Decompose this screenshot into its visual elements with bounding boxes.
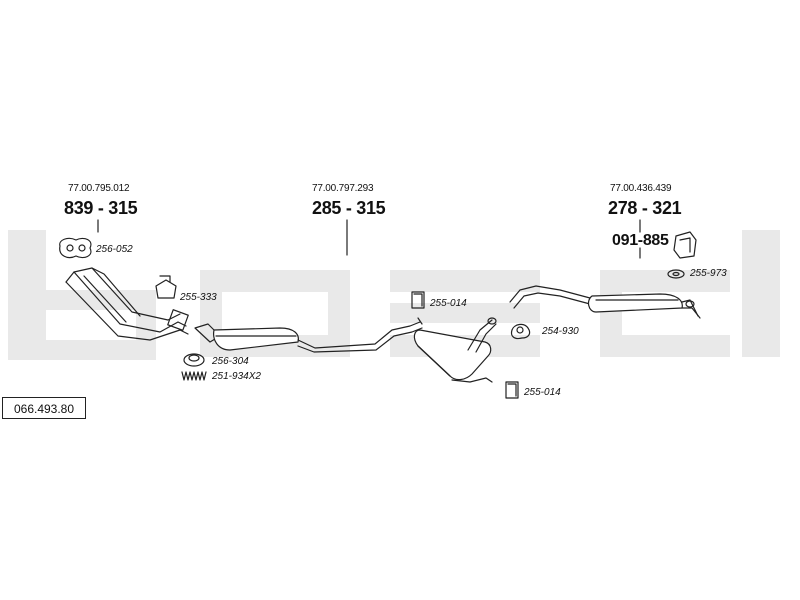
center-silencer bbox=[413, 317, 497, 383]
oem-number-front: 77.00.795.012 bbox=[68, 183, 130, 194]
ref-254-930[interactable]: 254-930 bbox=[542, 326, 579, 337]
bracket-091-885 bbox=[673, 231, 697, 259]
ring-256-304 bbox=[183, 353, 205, 367]
front-manifold-pipe bbox=[65, 267, 189, 341]
ref-255-014-top[interactable]: 255-014 bbox=[430, 298, 467, 309]
mount-255-333 bbox=[155, 275, 177, 299]
gasket-256-052 bbox=[59, 237, 92, 259]
oem-number-middle: 77.00.797.293 bbox=[312, 183, 374, 194]
front-silencer bbox=[194, 321, 423, 353]
part-number-front[interactable]: 839 - 315 bbox=[64, 198, 138, 218]
ref-255-973[interactable]: 255-973 bbox=[690, 268, 727, 279]
clamp-255-014-bottom bbox=[505, 381, 519, 399]
ref-251-934X2[interactable]: 251-934X2 bbox=[212, 371, 261, 382]
ref-256-304[interactable]: 256-304 bbox=[212, 356, 249, 367]
ref-255-014-bottom[interactable]: 255-014 bbox=[524, 387, 561, 398]
oem-number-rear: 77.00.436.439 bbox=[610, 183, 672, 194]
ref-256-052[interactable]: 256-052 bbox=[96, 244, 133, 255]
part-number-middle[interactable]: 285 - 315 bbox=[312, 198, 386, 218]
diagram-id-box: 066.493.80 bbox=[2, 397, 86, 419]
spring-251-934 bbox=[181, 371, 207, 381]
part-number-bracket[interactable]: 091-885 bbox=[612, 232, 669, 249]
clamp-255-014-top bbox=[411, 291, 425, 309]
rubber-255-973 bbox=[667, 269, 685, 279]
clamp-254-930 bbox=[510, 323, 531, 340]
part-number-rear[interactable]: 278 - 321 bbox=[608, 198, 682, 218]
rear-silencer bbox=[509, 285, 701, 319]
ref-255-333[interactable]: 255-333 bbox=[180, 292, 217, 303]
